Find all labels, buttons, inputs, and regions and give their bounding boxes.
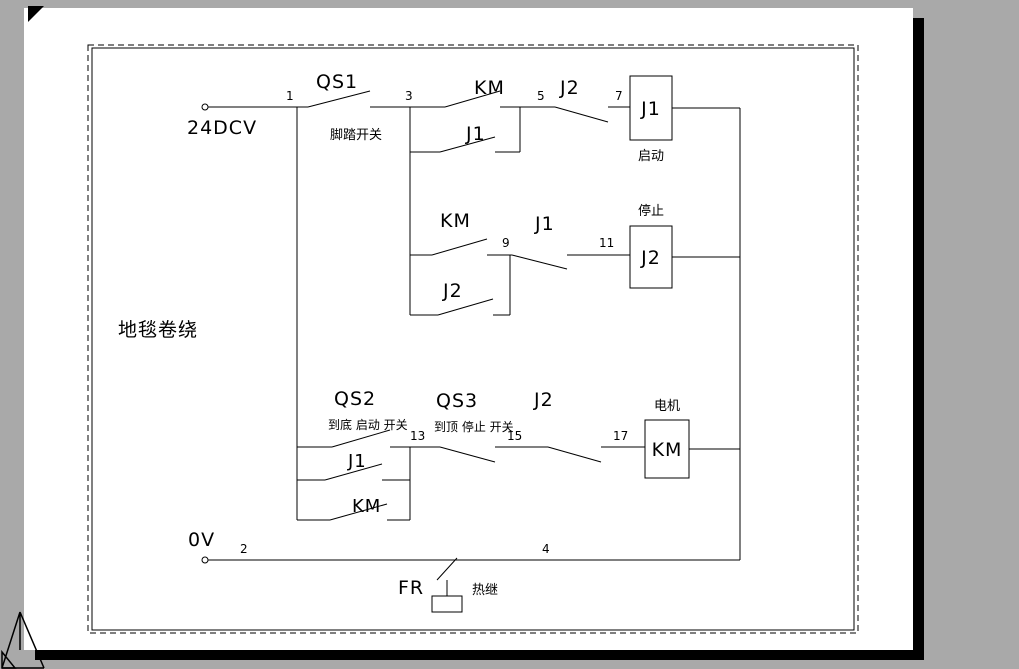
qs1-label: QS1 (316, 71, 358, 93)
j1-contact-r2-blade (511, 254, 568, 270)
node-17: 17 (613, 429, 628, 443)
corner-mark-icon (28, 6, 44, 22)
j2-contact-r3-label: J2 (533, 389, 554, 411)
j1-contact-r3b-blade (324, 463, 383, 481)
j2-contact-top-label: J2 (559, 77, 580, 99)
node-9: 9 (502, 236, 510, 250)
circuit-labels: 24DCV 0V 地毯卷绕 QS1 脚踏开关 KM J2 J1 J1 启动 KM… (118, 71, 683, 599)
qs2-switch-blade (331, 429, 391, 448)
node-15: 15 (507, 429, 522, 443)
km-contact-r2-label: KM (440, 210, 471, 232)
km-contact-r3b-label: KM (352, 496, 381, 517)
km-coil-desc: 电机 (654, 399, 680, 414)
fr-heater-box (431, 595, 463, 613)
qs2-label: QS2 (334, 388, 376, 410)
terminal-0v-label: 0V (188, 529, 215, 551)
j1-contact-r2-label: J1 (534, 213, 555, 235)
node-3: 3 (405, 89, 413, 103)
drawing-title: 地毯卷绕 (118, 319, 198, 341)
km-contact-r3b-blade (329, 503, 388, 521)
fr-label: FR (398, 577, 424, 599)
qs3-desc: 到顶 停止 开关 (434, 419, 514, 434)
node-7: 7 (615, 89, 623, 103)
fr-element (436, 557, 458, 596)
km-coil-label: KM (652, 439, 683, 461)
j2-coil-desc: 停止 (638, 203, 664, 219)
j2-coil-label: J2 (640, 247, 661, 269)
node-4: 4 (542, 542, 550, 556)
km-contact-r2-blade (431, 238, 488, 256)
j2-contact-par-label: J2 (442, 280, 463, 302)
km-contact-top-label: KM (474, 77, 505, 99)
qs2-desc: 到底 启动 开关 (328, 417, 408, 432)
j1-coil-label: J1 (640, 98, 661, 120)
j2-contact-r3-blade (547, 446, 602, 463)
node-13: 13 (410, 429, 425, 443)
fr-desc: 热继 (472, 583, 498, 598)
node-11: 11 (599, 236, 614, 250)
border-solid (91, 47, 855, 631)
circuit-wires (201, 75, 741, 613)
node-2: 2 (240, 542, 248, 556)
drawing-border (87, 44, 859, 634)
node-5: 5 (537, 89, 545, 103)
border-dashed (87, 44, 859, 634)
terminal-0v-circle (201, 556, 209, 564)
j2-contact-top-blade (554, 106, 609, 123)
km-contact-top-blade (444, 90, 501, 108)
terminal-24v-circle (201, 103, 209, 111)
j1-contact-r3b-label: J1 (347, 451, 367, 472)
qs3-label: QS3 (436, 390, 478, 412)
node-1: 1 (286, 89, 294, 103)
qs1-desc: 脚踏开关 (330, 127, 382, 143)
terminal-24v-label: 24DCV (187, 117, 257, 139)
paperspace-ucs-icon (1, 611, 45, 669)
j2-contact-par-blade (437, 298, 494, 316)
j1-coil-desc: 启动 (638, 149, 664, 164)
qs1-switch-blade (307, 90, 371, 108)
qs3-switch-blade (439, 446, 496, 463)
j1-contact-par-blade (439, 136, 496, 153)
drawing-sheet (24, 8, 913, 650)
j1-contact-par-label: J1 (465, 123, 486, 145)
